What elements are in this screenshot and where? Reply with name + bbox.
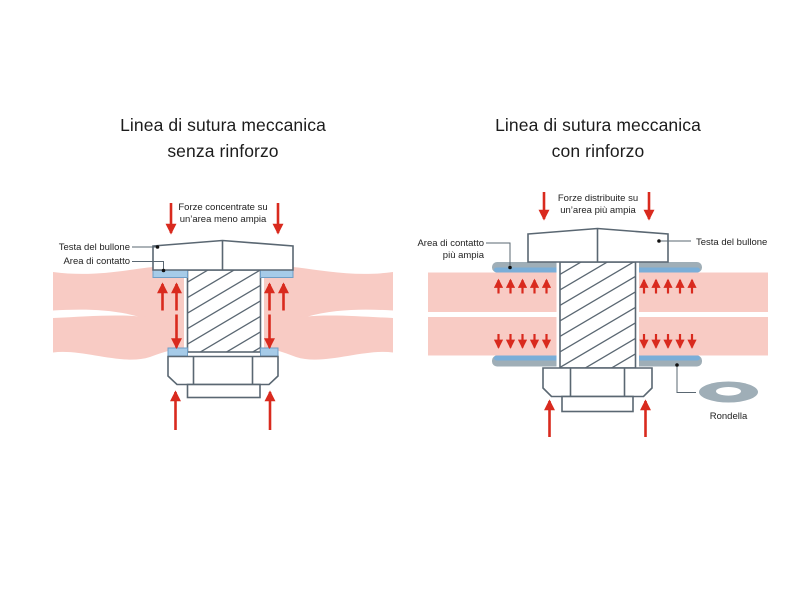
contact-strip-bottom-left <box>167 347 188 357</box>
plate-bottom-left-lobe <box>53 306 184 360</box>
force-arrows-right-panel <box>493 192 697 437</box>
force-arrows-left-panel <box>157 203 289 430</box>
panel-senza-rinforzo <box>53 203 393 430</box>
panel-con-rinforzo <box>428 192 768 437</box>
bottom-arrows-up-right <box>544 399 651 437</box>
bolt-head-label-right: Testa del bullone <box>696 236 768 248</box>
washer-label: Rondella <box>709 411 748 422</box>
force-label-right: Forze distribuite su un’area più ampia <box>557 193 639 216</box>
leader-lines-right-panel <box>486 239 696 393</box>
washer-ring-icon <box>699 381 758 403</box>
bolt-end-right <box>561 395 634 413</box>
title-senza-rinforzo: Linea di sutura meccanica senza rinforzo <box>120 115 326 161</box>
label-arrows-down-right <box>538 192 655 221</box>
clamp-arrows-down <box>171 314 275 350</box>
bolt-head-right <box>527 227 669 263</box>
clamp-arrows-up <box>157 282 289 311</box>
bolt-end <box>186 383 261 399</box>
plates-deformed <box>53 267 393 360</box>
bolt-head <box>152 239 294 271</box>
shank-hatching-right <box>560 262 636 368</box>
bolt-shank <box>186 269 262 353</box>
contact-strip-top-right <box>260 269 294 278</box>
contact-strip-bottom-right <box>260 347 279 357</box>
contact-area-label-left: Area di contatto <box>63 256 130 267</box>
contact-area-label-right: Area di contatto più ampia <box>417 238 484 261</box>
plate-bottom-right-lobe <box>264 306 393 360</box>
distributed-arrows-up <box>493 278 697 294</box>
shank-hatching <box>187 270 261 352</box>
nut-right <box>542 367 653 413</box>
leader-lines-left-panel <box>132 245 166 273</box>
bottom-arrows-up <box>170 390 276 430</box>
contact-strip-top-left <box>152 269 188 278</box>
bolt-head-label-left: Testa del bullone <box>58 241 130 253</box>
distributed-arrows-down <box>493 334 697 349</box>
nut <box>167 355 279 399</box>
force-label-left: Forze concentrate su un’area meno ampia <box>178 202 268 225</box>
label-arrows-down <box>165 203 284 235</box>
title-con-rinforzo: Linea di sutura meccanica con rinforzo <box>495 115 701 161</box>
